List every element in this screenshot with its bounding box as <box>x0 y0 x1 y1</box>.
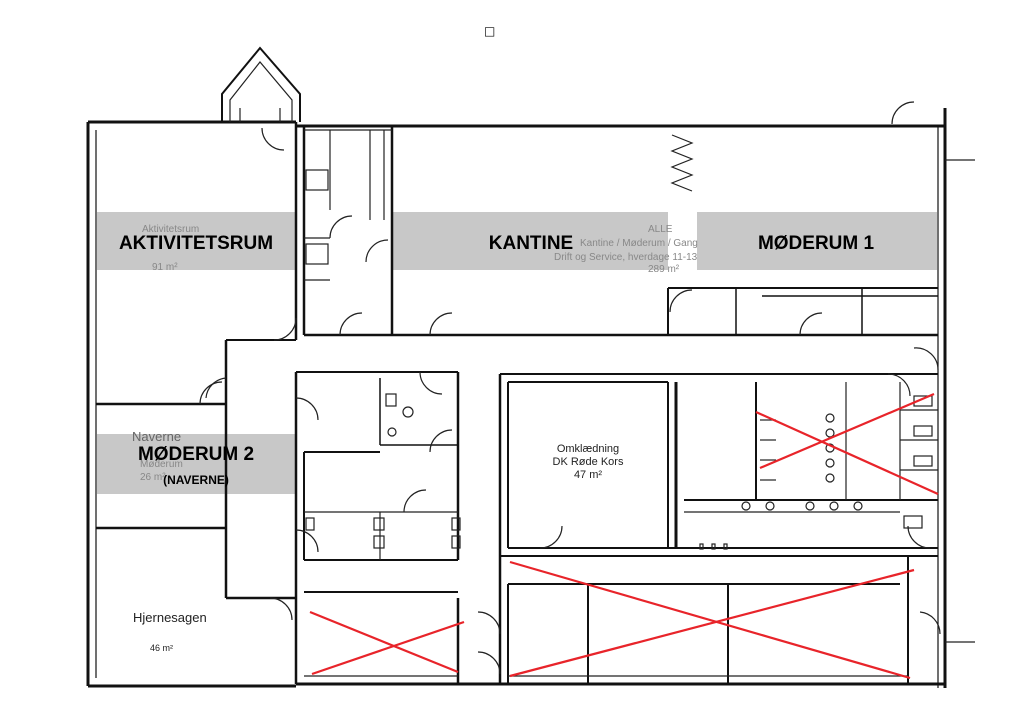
label-moderum-2-sub: (NAVERNE) <box>163 473 229 487</box>
faded-kantine-area: 289 m² <box>648 264 680 275</box>
interior-walls <box>96 122 938 684</box>
highlight-labels: AKTIVITETSRUM KANTINE MØDERUM 1 MØDERUM … <box>119 233 875 487</box>
label-kantine: KANTINE <box>489 233 573 254</box>
faded-naverne-area: 26 m² <box>140 472 166 483</box>
faded-alle: ALLE <box>648 224 673 235</box>
label-moderum-2: MØDERUM 2 <box>138 444 254 465</box>
entrance-bay <box>221 46 301 122</box>
hjernesagen-name: Hjernesagen <box>133 610 207 625</box>
omklaedning-org: DK Røde Kors <box>553 456 624 468</box>
faded-naverne-sub: Møderum <box>140 459 183 470</box>
label-moderum-1: MØDERUM 1 <box>758 233 875 254</box>
room-text: Omklædning DK Røde Kors 47 m² Hjernesage… <box>133 443 624 653</box>
faded-naverne: Naverne <box>132 429 181 444</box>
cross-marks <box>309 392 939 680</box>
highlight-boxes <box>97 212 937 494</box>
faded-aktivitetsrum-name: Aktivitetsrum <box>142 224 199 235</box>
fixtures <box>305 134 933 550</box>
hjernesagen-area: 46 m² <box>150 643 173 653</box>
faded-text: Aktivitetsrum 91 m² ALLE Kantine / Møder… <box>132 224 698 483</box>
corner-marker: □ <box>484 24 496 38</box>
cross-bottom-right <box>509 560 915 680</box>
faded-aktivitetsrum-area: 91 m² <box>152 262 178 273</box>
faded-drift-line: Drift og Service, hverdage 11-13 <box>554 252 698 263</box>
cross-bottom-left <box>309 610 465 676</box>
label-aktivitetsrum: AKTIVITETSRUM <box>119 233 273 254</box>
omklaedning-name: Omklædning <box>557 443 619 455</box>
cross-showers <box>755 392 939 496</box>
outer-walls <box>86 108 975 688</box>
door-swings <box>199 101 941 675</box>
omklaedning-area: 47 m² <box>574 469 602 481</box>
faded-kantine-line: Kantine / Møderum / Gang <box>580 238 698 249</box>
